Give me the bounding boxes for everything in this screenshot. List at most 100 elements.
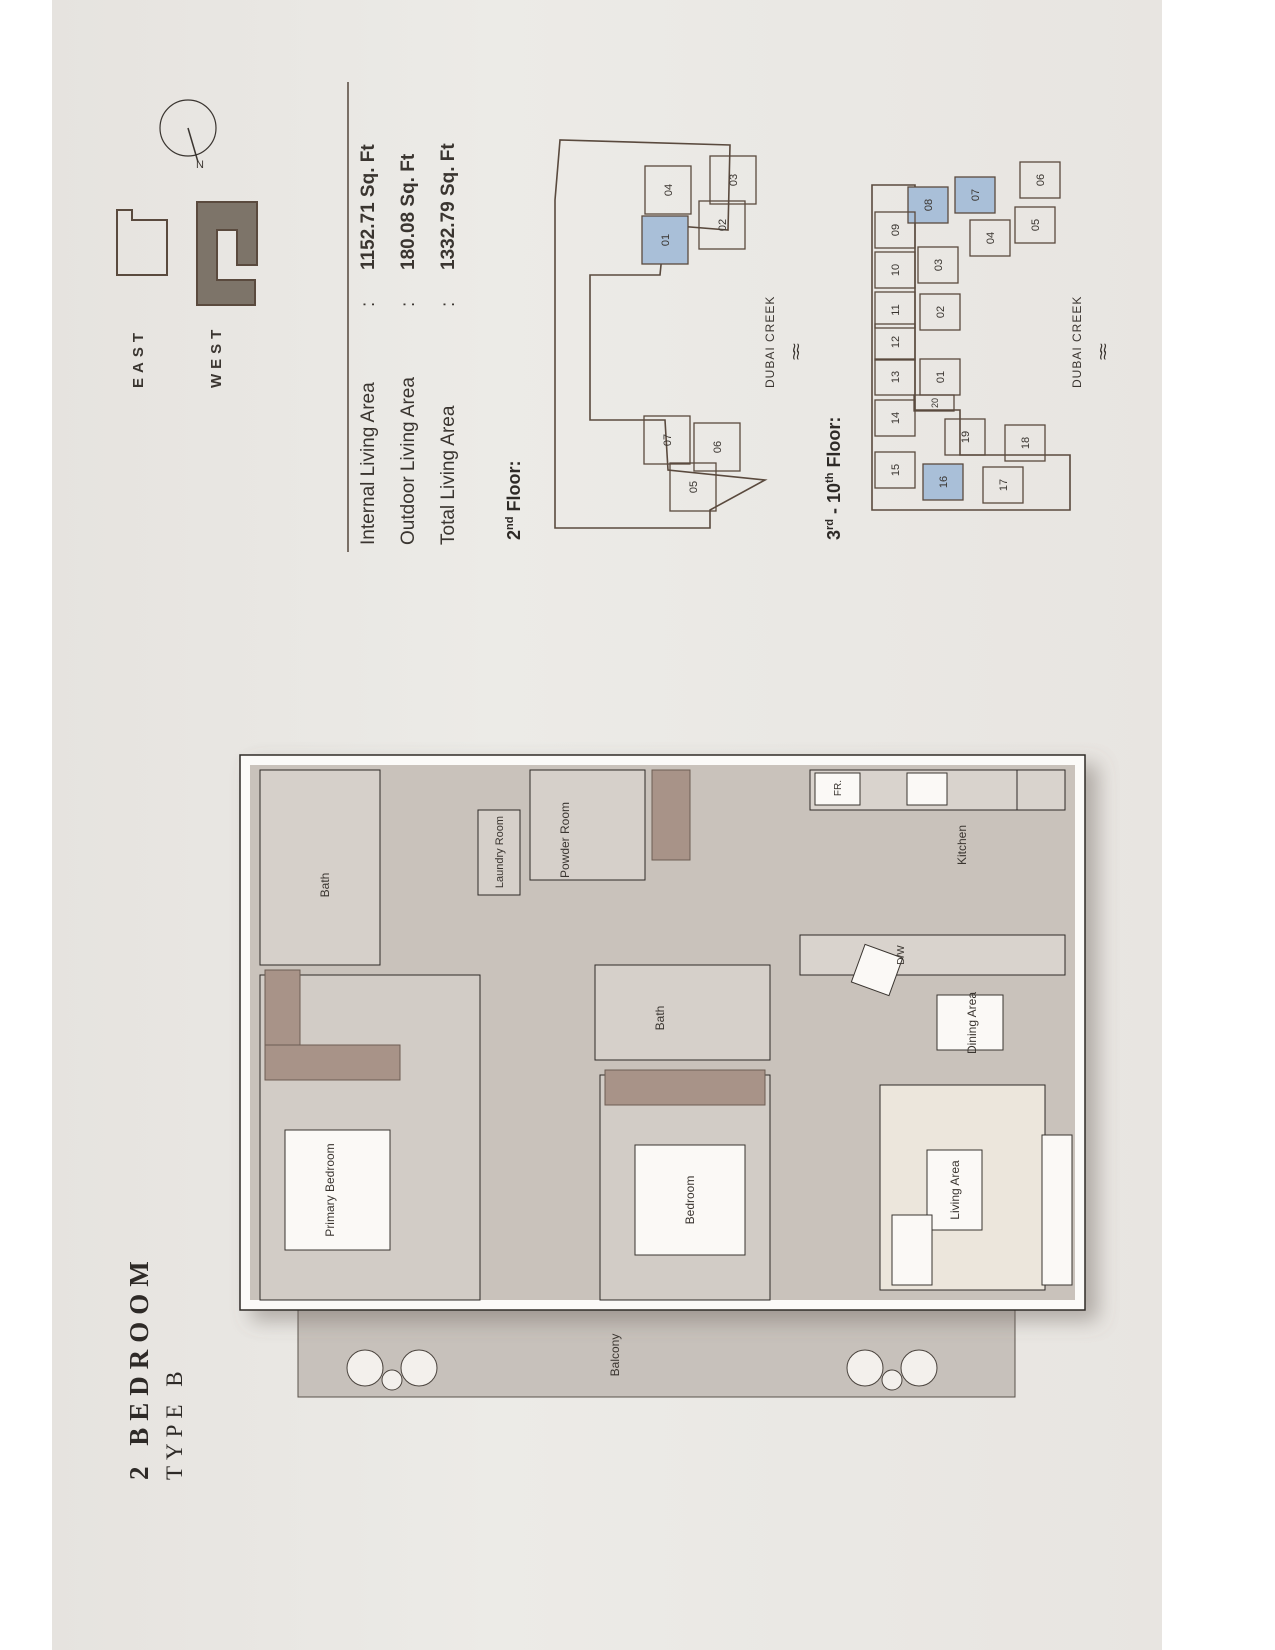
powder-room	[529, 769, 646, 881]
coffee-table-icon	[926, 1149, 983, 1231]
chair-icon	[346, 1349, 384, 1387]
unit-number: 20	[930, 398, 940, 408]
unit-box	[874, 399, 916, 437]
unit-box	[641, 215, 689, 265]
bedroom-bed-icon	[634, 1144, 746, 1256]
wardrobes	[264, 769, 766, 1106]
unit-box	[1019, 161, 1061, 199]
area-separator: :	[358, 301, 379, 307]
west-building-icon	[196, 201, 258, 306]
unit-number: 15	[890, 464, 902, 476]
unit-box	[874, 358, 916, 396]
compass-icon: N	[159, 99, 217, 170]
area-row-outdoor: Outdoor Living Area : 180.08 Sq. Ft	[398, 125, 422, 545]
unit-box	[919, 293, 961, 331]
label-powder: Powder Room	[558, 802, 572, 878]
unit-number: 04	[663, 184, 675, 196]
unit-box	[874, 251, 916, 289]
unit-number: 17	[998, 479, 1010, 491]
unit-number: 04	[985, 232, 997, 244]
unit-number: 08	[923, 199, 935, 211]
unit-box	[669, 462, 717, 512]
west-wing-label: WEST	[208, 324, 225, 388]
unit-number: 19	[960, 431, 972, 443]
label-laundry: Laundry Room	[494, 816, 506, 888]
rotated-page: 2 BEDROOM TYPE B Balcony	[52, 0, 1162, 1650]
east-building-icon	[116, 209, 168, 276]
unit-number: 16	[938, 476, 950, 488]
building-key-plan	[116, 201, 258, 306]
creek-label: DUBAI CREEK	[763, 295, 777, 388]
area-value: 1332.79 Sq. Ft	[438, 143, 459, 270]
unit-number: 05	[688, 481, 700, 493]
unit-number: 02	[935, 306, 947, 318]
chair-icon	[400, 1349, 438, 1387]
chair-icon	[900, 1349, 938, 1387]
unit-number: 12	[890, 336, 902, 348]
unit-number: 10	[890, 264, 902, 276]
unit-number: 07	[662, 434, 674, 446]
unit-box	[913, 394, 955, 412]
floor-plan: Balcony	[239, 754, 1086, 1398]
armchair-icon	[850, 943, 904, 997]
label-fridge: FR.	[833, 780, 844, 796]
floor-2-key-map: 01 02 03 04 05 06 07	[554, 139, 768, 529]
label-kitchen: Kitchen	[955, 825, 969, 865]
label-living: Living Area	[948, 1160, 962, 1220]
unit-number: 06	[1035, 174, 1047, 186]
area-separator: :	[438, 301, 459, 307]
kitchen-counter-end	[1016, 769, 1066, 811]
unit-box	[874, 451, 916, 489]
label-bedroom: Bedroom	[683, 1176, 697, 1225]
balcony-label: Balcony	[608, 1334, 622, 1377]
unit-box	[874, 291, 916, 329]
unit-box	[944, 418, 986, 456]
unit-number: 13	[890, 371, 902, 383]
unit-number: 07	[970, 189, 982, 201]
unit-box	[644, 165, 692, 215]
water-waves-icon: ≈≈	[786, 346, 806, 360]
unit-number: 01	[660, 234, 672, 246]
bath-1	[259, 769, 381, 966]
unit-box	[698, 200, 746, 250]
area-label: Internal Living Area	[358, 382, 379, 545]
unit-number: 03	[728, 174, 740, 186]
furniture	[284, 772, 1073, 1286]
primary-bed-icon	[284, 1129, 391, 1251]
unit-number: 09	[890, 224, 902, 236]
unit-number: 02	[717, 219, 729, 231]
unit-box	[1004, 424, 1046, 462]
compass-north-label: N	[196, 159, 204, 170]
area-separator: :	[398, 301, 419, 307]
label-bath-2: Bath	[653, 1006, 667, 1031]
unit-box	[954, 176, 996, 214]
room-labels: Primary Bedroom Bath Laundry Room Powder…	[318, 780, 979, 1237]
water-waves-icon: ≈≈	[1093, 346, 1113, 360]
dining-table-icon	[936, 994, 1004, 1051]
unit-number: 18	[1020, 437, 1032, 449]
unit-number: 06	[712, 441, 724, 453]
unit-box	[1014, 206, 1056, 244]
side-table-icon	[381, 1369, 403, 1391]
unit-title: 2 BEDROOM	[124, 1254, 154, 1480]
unit-box	[982, 466, 1024, 504]
unit-number: 14	[890, 412, 902, 424]
stove-icon	[906, 772, 948, 806]
kitchen-island	[799, 934, 1066, 976]
floor-3-10-label: 3rd - 10th Floor:	[824, 416, 844, 540]
unit-box	[693, 422, 741, 472]
unit-box	[643, 415, 691, 465]
unit-number: 03	[933, 259, 945, 271]
sofa-icon	[1041, 1134, 1073, 1286]
label-bath-1: Bath	[318, 873, 332, 898]
label-dining: Dining Area	[965, 992, 979, 1054]
bath-2	[594, 964, 771, 1061]
unit-box	[874, 211, 916, 249]
unit-number: 01	[935, 371, 947, 383]
east-wing-label: EAST	[130, 327, 147, 388]
sofa-side-icon	[891, 1214, 933, 1286]
label-dishwasher: D/W	[896, 945, 907, 965]
area-value: 180.08 Sq. Ft	[398, 153, 419, 270]
unit-box	[907, 186, 949, 224]
